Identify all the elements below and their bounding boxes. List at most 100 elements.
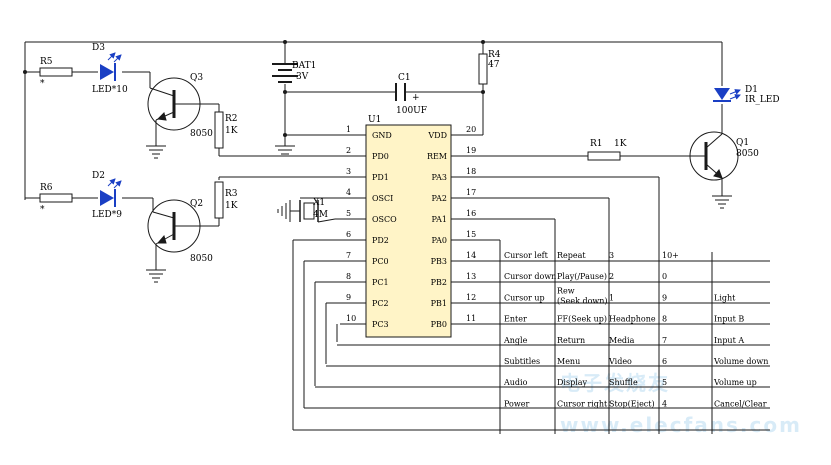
r3-value: 1K: [225, 201, 238, 211]
resistor-r5: [39, 67, 73, 77]
ic-pin-number: 12: [466, 293, 476, 302]
ic-pin-name: PC3: [372, 320, 389, 329]
led-d2-icon: [100, 178, 122, 207]
battery-bat1-icon: [272, 56, 298, 83]
key-label: Angle: [503, 336, 528, 345]
ic-pin-number: 4: [346, 188, 351, 197]
ic-pin-number: 13: [466, 272, 476, 281]
d2-ref: D2: [92, 171, 105, 181]
key-label: 7: [662, 336, 667, 345]
ic-pin-number: 16: [466, 209, 476, 218]
r5-value: *: [40, 79, 45, 89]
key-label: Shuffle: [609, 378, 638, 387]
ic-pin-number: 19: [466, 146, 476, 155]
key-label: 4: [662, 399, 667, 408]
transistor-q3-icon: [147, 77, 201, 131]
x1-value: 4M: [313, 210, 328, 220]
ic-pin-number: 9: [346, 293, 351, 302]
r5-ref: R5: [40, 57, 53, 67]
key-label: Play(/Pause): [557, 272, 607, 281]
key-label: Light: [714, 293, 736, 302]
key-label: Cursor right: [557, 399, 608, 408]
r1-ref: R1: [590, 139, 603, 149]
key-label: Volume down: [713, 357, 768, 366]
ic-pin-name: PB1: [431, 299, 447, 308]
ic-pin-number: 14: [466, 251, 476, 260]
ic-pin-name: OSCO: [372, 215, 397, 224]
q3-value: 8050: [190, 129, 213, 139]
ic-pin-name: PB0: [431, 320, 447, 329]
key-label: Rew(Seek down): [557, 286, 608, 305]
d1-value: IR_LED: [745, 95, 780, 105]
watermark-url: www.elecfans.com: [560, 413, 802, 437]
crystal-x1-icon: [290, 197, 336, 223]
key-label: Enter: [504, 315, 527, 324]
ic-pin-name: PA2: [431, 194, 447, 203]
d3-value: LED*10: [92, 85, 128, 95]
key-label: Cursor down: [504, 272, 556, 281]
resistor-r6: [39, 193, 73, 203]
ic-pin-number: 7: [346, 251, 351, 260]
key-label: Cursor left: [504, 251, 549, 260]
ic-pin-name: PD1: [372, 173, 389, 182]
transistor-q2-icon: [147, 199, 201, 253]
r2-value: 1K: [225, 126, 238, 136]
d1-ref: D1: [745, 85, 758, 95]
junctions: [23, 40, 485, 137]
bat1-value: 3V: [296, 72, 309, 82]
ic-pin-number: 11: [466, 314, 476, 323]
ic-pin-name: PA0: [431, 236, 447, 245]
ic-pin-number: 15: [466, 230, 476, 239]
ic-pin-number: 2: [346, 146, 351, 155]
r6-ref: R6: [40, 183, 53, 193]
d2-value: LED*9: [92, 210, 122, 220]
ic-pin-name: PB2: [431, 278, 447, 287]
ground-icon: [146, 145, 732, 283]
ir-led-d1-icon: [713, 88, 741, 102]
key-label: Audio: [503, 378, 528, 387]
key-label: Video: [608, 357, 632, 366]
key-label: 6: [662, 357, 667, 366]
r6-value: *: [40, 205, 45, 215]
key-label: 5: [662, 378, 667, 387]
key-label: 2: [609, 272, 614, 281]
key-label: Power: [504, 399, 529, 408]
ic-pin-name: VDD: [427, 131, 447, 140]
key-label: 10+: [662, 251, 679, 260]
q2-value: 8050: [190, 254, 213, 264]
ic-pin-number: 10: [346, 314, 356, 323]
ic-left-pins: 1GND2PD03PD14OSCI5OSCO6PD27PC08PC19PC210…: [346, 125, 397, 329]
key-label: Headphone: [609, 315, 656, 324]
key-label: Menu: [557, 357, 580, 366]
ic-right-pins: 20VDD19REM18PA317PA216PA115PA014PB313PB2…: [427, 125, 476, 329]
c1-polarity: +: [412, 93, 420, 103]
key-label: FF(Seek up): [557, 315, 607, 324]
q2-ref: Q2: [190, 199, 203, 209]
ic-u1-ref: U1: [368, 115, 381, 125]
key-label: Input A: [714, 336, 744, 345]
ic-pin-name: REM: [427, 152, 447, 161]
resistor-r4: [478, 53, 488, 85]
ic-u1-body: [365, 124, 452, 338]
q1-ref: Q1: [736, 138, 749, 148]
ic-pin-name: PC0: [372, 257, 389, 266]
ic-pin-name: OSCI: [372, 194, 393, 203]
key-label: 9: [662, 293, 667, 302]
key-label: 8: [662, 315, 667, 324]
r4-ref: R4: [488, 50, 501, 60]
key-label: Volume up: [713, 378, 757, 387]
ic-pin-name: PD0: [372, 152, 389, 161]
key-label: Return: [557, 336, 585, 345]
key-label: Display: [557, 378, 588, 387]
ic-pin-number: 20: [466, 125, 476, 134]
c1-value: 100UF: [396, 106, 427, 116]
r2-ref: R2: [225, 114, 238, 124]
resistor-r3: [214, 181, 224, 219]
d3-ref: D3: [92, 43, 105, 53]
key-label: Media: [609, 336, 635, 345]
r1-value: 1K: [614, 139, 627, 149]
key-label: Input B: [714, 315, 744, 324]
